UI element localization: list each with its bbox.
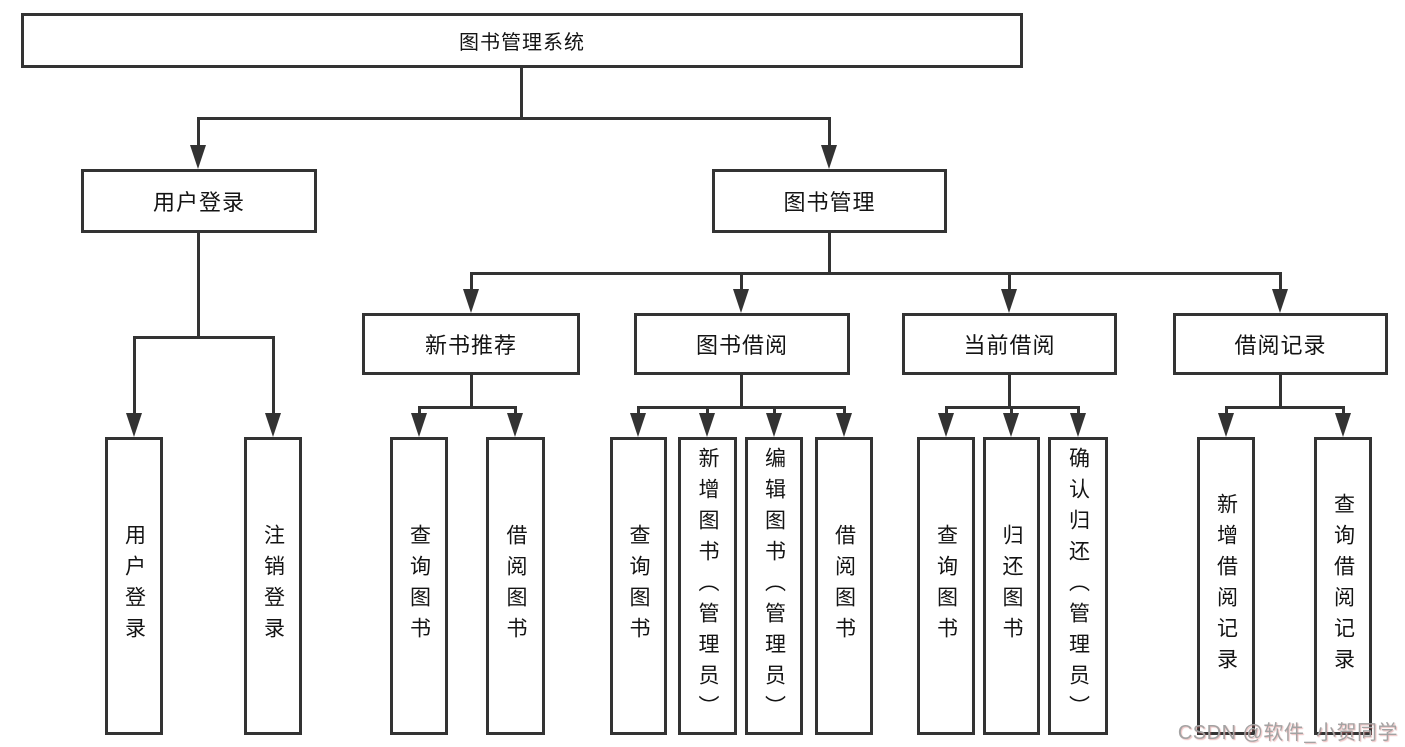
arrowhead-down-icon: [1335, 413, 1351, 437]
arrowhead-down-icon: [507, 413, 523, 437]
leaf-label: 新增借阅记录: [1214, 493, 1238, 679]
arrowhead-down-icon: [1218, 413, 1234, 437]
arrowhead-down-icon: [190, 145, 206, 169]
arrowhead-down-icon: [766, 413, 782, 437]
connector-branch: [1225, 406, 1345, 409]
connector-book-management-stem: [828, 233, 831, 275]
connector-stub: [637, 406, 640, 416]
leaf-label: 归还图书: [1000, 524, 1023, 648]
leaf-logout: 注销登录: [244, 437, 302, 735]
connector-stub: [843, 406, 846, 416]
arrowhead-down-icon: [265, 413, 281, 437]
node-label: 图书借阅: [695, 333, 788, 358]
node-new-book-recommend: 新书推荐: [362, 313, 580, 375]
connector-user-login-stem: [197, 233, 200, 339]
node-label: 图书管理系统: [459, 32, 585, 54]
arrowhead-down-icon: [463, 289, 479, 313]
leaf-label: 借阅图书: [504, 524, 527, 648]
arrowhead-down-icon: [1070, 413, 1086, 437]
node-label: 用户登录: [152, 190, 245, 215]
leaf-label: 查询借阅记录: [1331, 493, 1355, 679]
leaf-edit-book-admin: 编辑图书（管理员）: [745, 437, 803, 735]
connector-stub: [1279, 272, 1282, 292]
connector-stub: [1008, 272, 1011, 292]
arrowhead-down-icon: [938, 413, 954, 437]
connector-stem: [470, 375, 473, 408]
connector-stub: [828, 117, 831, 147]
leaf-query-books-current: 查询图书: [917, 437, 975, 735]
leaf-label: 用户登录: [122, 524, 146, 648]
connector-stem: [740, 375, 743, 408]
connector-stub: [197, 117, 200, 147]
connector-stub: [706, 406, 709, 416]
connector-branch: [637, 406, 846, 409]
csdn-watermark: CSDN @软件_小贺同学: [1177, 722, 1398, 744]
leaf-label: 注销登录: [261, 524, 285, 648]
leaf-label: 查询图书: [934, 524, 958, 648]
connector-stem: [1008, 375, 1011, 408]
connector-stub: [470, 272, 473, 292]
connector-stub: [272, 336, 275, 414]
connector-stub: [1225, 406, 1228, 416]
arrowhead-down-icon: [699, 413, 715, 437]
leaf-label: 借阅图书: [832, 524, 856, 648]
connector-root-stem: [520, 66, 523, 119]
arrowhead-down-icon: [821, 145, 837, 169]
connector-stub: [1342, 406, 1345, 416]
arrowhead-down-icon: [733, 289, 749, 313]
connector-stub: [773, 406, 776, 416]
arrowhead-down-icon: [1003, 413, 1019, 437]
arrowhead-down-icon: [1001, 289, 1017, 313]
leaf-return-book: 归还图书: [983, 437, 1040, 735]
connector-stub: [1077, 406, 1080, 416]
leaf-confirm-return-admin: 确认归还（管理员）: [1048, 437, 1108, 735]
node-label: 借阅记录: [1234, 333, 1327, 358]
arrowhead-down-icon: [836, 413, 852, 437]
leaf-label: 查询图书: [407, 524, 431, 648]
leaf-borrow-books-recommend: 借阅图书: [486, 437, 545, 735]
leaf-add-borrow-record: 新增借阅记录: [1197, 437, 1255, 735]
arrowhead-down-icon: [1272, 289, 1288, 313]
arrowhead-down-icon: [411, 413, 427, 437]
connector-branch: [418, 406, 517, 409]
node-borrow-record: 借阅记录: [1173, 313, 1388, 375]
connector-stem: [1279, 375, 1282, 408]
node-user-login: 用户登录: [81, 169, 317, 233]
node-book-management: 图书管理: [712, 169, 947, 233]
node-label: 新书推荐: [424, 333, 517, 358]
leaf-query-borrow-record: 查询借阅记录: [1314, 437, 1372, 735]
leaf-label: 查询图书: [627, 524, 650, 648]
node-current-borrow: 当前借阅: [902, 313, 1117, 375]
connector-root-branch: [197, 117, 831, 120]
connector-stub: [1010, 406, 1013, 416]
connector-stub: [514, 406, 517, 416]
node-root-system: 图书管理系统: [21, 13, 1023, 68]
leaf-label: 编辑图书（管理员）: [762, 446, 786, 726]
connector-book-management-branch: [470, 272, 1281, 275]
connector-stub: [740, 272, 743, 292]
node-label: 图书管理: [783, 190, 876, 215]
node-book-borrow: 图书借阅: [634, 313, 850, 375]
leaf-query-books-borrow: 查询图书: [610, 437, 667, 735]
node-label: 当前借阅: [963, 333, 1056, 358]
leaf-label: 确认归还（管理员）: [1066, 446, 1090, 726]
connector-stub: [418, 406, 421, 416]
connector-stub: [133, 336, 136, 414]
connector-stub: [945, 406, 948, 416]
leaf-borrow-books: 借阅图书: [815, 437, 873, 735]
leaf-user-login: 用户登录: [105, 437, 163, 735]
leaf-add-book-admin: 新增图书（管理员）: [678, 437, 737, 735]
leaf-query-books-recommend: 查询图书: [390, 437, 448, 735]
connector-user-login-branch: [133, 336, 275, 339]
arrowhead-down-icon: [630, 413, 646, 437]
leaf-label: 新增图书（管理员）: [696, 446, 719, 726]
arrowhead-down-icon: [126, 413, 142, 437]
